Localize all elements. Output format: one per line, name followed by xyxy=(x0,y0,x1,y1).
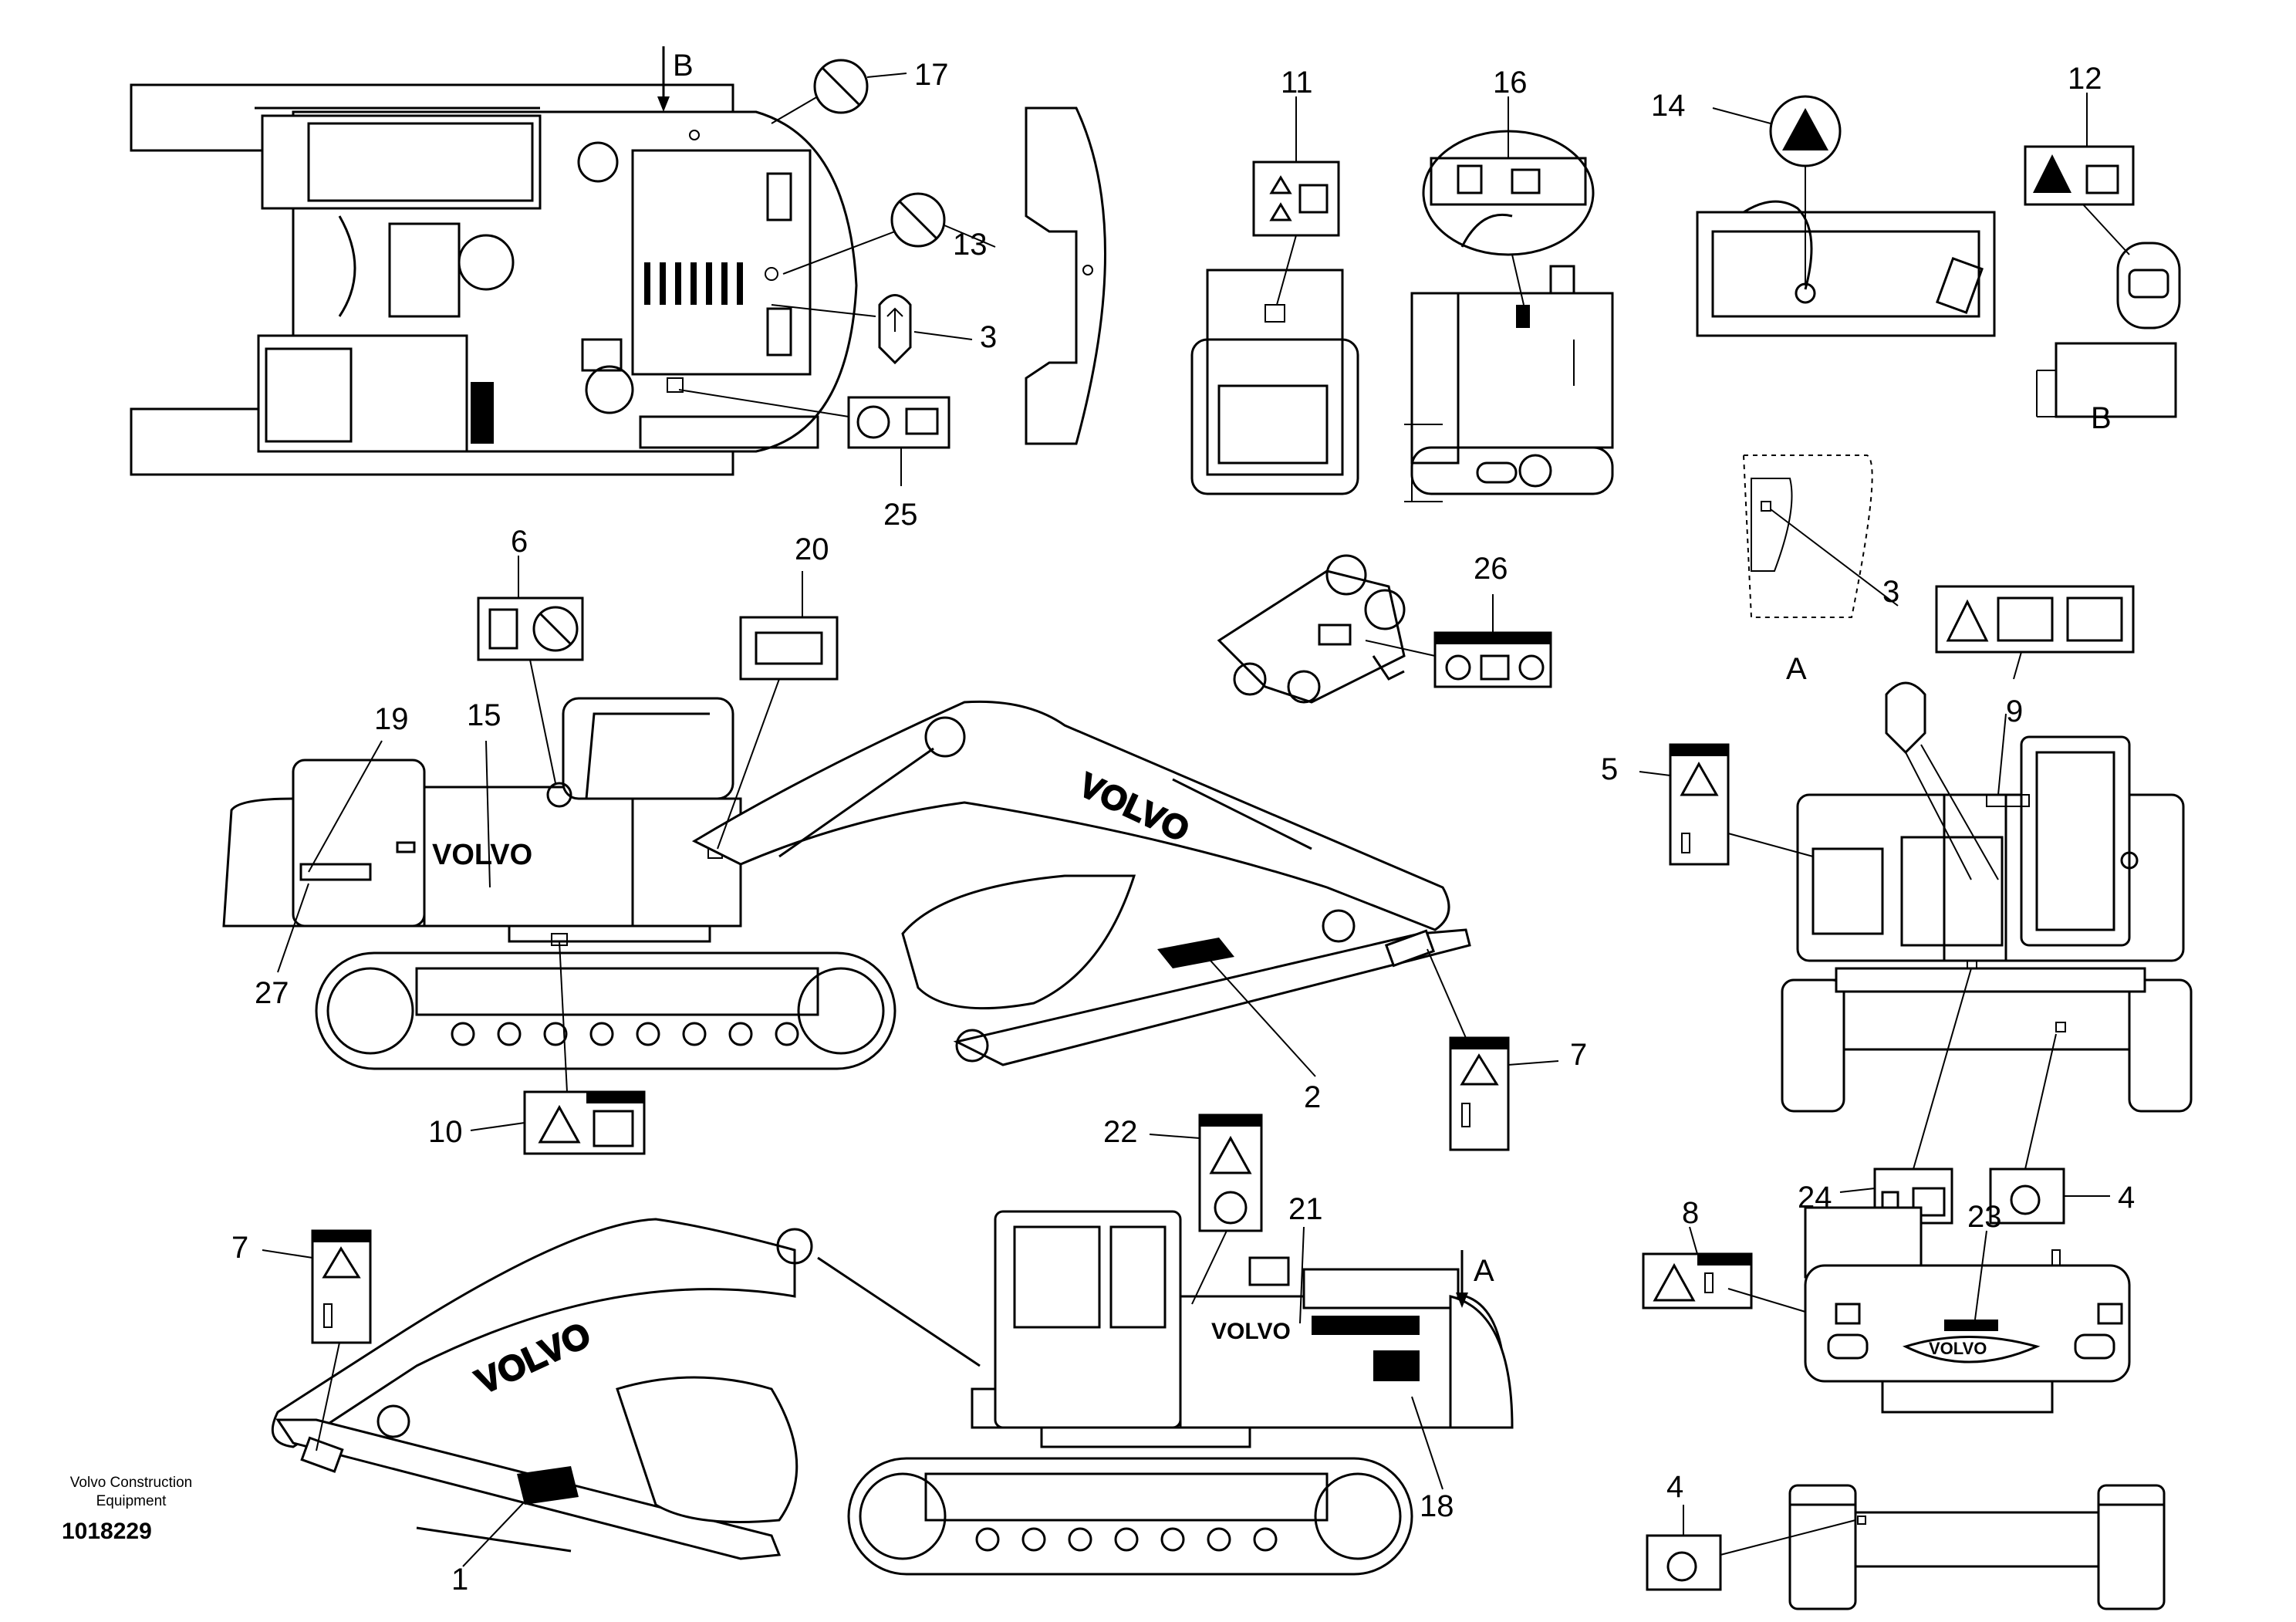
tank-detail-16 xyxy=(1404,96,1614,502)
leader-15 xyxy=(485,740,491,888)
cab-detail-11 xyxy=(1190,96,1359,495)
side-cab xyxy=(994,1210,1182,1429)
callout-13: 13 xyxy=(953,228,988,262)
callout-4-rear: 4 xyxy=(2118,1181,2135,1215)
callout-2: 2 xyxy=(1304,1080,1321,1114)
callout-3-rear: 3 xyxy=(1882,575,1899,609)
front-view: VOLVO xyxy=(1788,1206,2166,1610)
decal-5-rear xyxy=(1639,743,1814,866)
side-view-left: VOLVO VOLVO xyxy=(222,697,1471,1070)
side-track xyxy=(315,951,896,1070)
callout-4-front: 4 xyxy=(1666,1470,1683,1504)
detail-a-window: A xyxy=(1742,454,1899,686)
front-brand-text: VOLVO xyxy=(1929,1339,1987,1358)
side-brand-text: VOLVO xyxy=(432,839,532,871)
decal-4-rear xyxy=(1989,1033,2110,1225)
top-view-cab xyxy=(257,334,468,453)
callout-7-bottom: 7 xyxy=(231,1231,248,1265)
callout-14: 14 xyxy=(1651,89,1686,123)
side-view-a-marker: A xyxy=(1474,1254,1494,1288)
callout-19: 19 xyxy=(374,702,409,736)
leader-27 xyxy=(277,883,309,973)
decal-25-read-manual xyxy=(678,389,950,486)
company-name: Volvo Construction Equipment xyxy=(69,1475,193,1509)
decal-6-fuel xyxy=(477,556,584,784)
leader-1 xyxy=(462,1485,541,1567)
decal-4-front xyxy=(1646,1505,1856,1591)
callout-21: 21 xyxy=(1288,1192,1323,1226)
leader-19 xyxy=(308,740,383,873)
decal-3-lifting-point xyxy=(771,294,973,365)
callout-18: 18 xyxy=(1420,1489,1454,1523)
callout-9: 9 xyxy=(2006,694,2023,728)
decal-17-no-step xyxy=(771,59,907,124)
side-boom xyxy=(691,700,1450,931)
decal-13-prohibition xyxy=(782,192,996,275)
callout-16: 16 xyxy=(1493,66,1528,100)
callout-24: 24 xyxy=(1798,1181,1832,1215)
callout-26: 26 xyxy=(1474,552,1508,586)
callout-12: 12 xyxy=(2068,62,2102,96)
view-b-marker: B xyxy=(673,49,694,83)
decal-7-side-crush xyxy=(1427,948,1559,1151)
decal-3-rear-lifting xyxy=(1885,681,1999,880)
detail-b-marker: B xyxy=(2091,401,2112,435)
decal-20-battery xyxy=(717,571,839,850)
top-view: B xyxy=(130,46,858,476)
callout-17: 17 xyxy=(914,58,949,92)
decal-7-bottom-crush xyxy=(262,1229,372,1451)
side-view-right: VOLVO VOLVO A xyxy=(271,1210,1514,1576)
callout-8: 8 xyxy=(1682,1196,1699,1230)
view-a-marker: A xyxy=(1786,652,1807,686)
bottom-side-brand-text: VOLVO xyxy=(1211,1319,1291,1344)
callout-23: 23 xyxy=(1967,1200,2002,1234)
decal-9-rear-warning xyxy=(1935,585,2135,796)
battery-box-detail-14 xyxy=(1696,95,1996,337)
counterweight-view xyxy=(1025,106,1106,445)
top-view-boom xyxy=(261,114,542,210)
leader-21 xyxy=(1299,1226,1305,1324)
callout-1: 1 xyxy=(451,1563,468,1597)
leader-23 xyxy=(1974,1230,1987,1320)
callout-7-side: 7 xyxy=(1570,1038,1587,1072)
callout-6: 6 xyxy=(511,525,528,559)
callout-11: 11 xyxy=(1281,66,1313,100)
callout-5: 5 xyxy=(1601,752,1618,786)
callout-15: 15 xyxy=(467,698,501,732)
decal-8-front xyxy=(1642,1226,1806,1313)
side-bucket xyxy=(901,874,1136,1010)
callout-27: 27 xyxy=(255,976,289,1010)
side-cab-upper xyxy=(562,697,734,800)
callout-20: 20 xyxy=(795,532,829,566)
detail-b-12: B xyxy=(2024,93,2181,435)
quick-coupler-detail-26 xyxy=(1217,554,1552,704)
leader-2 xyxy=(1203,952,1316,1077)
callout-25: 25 xyxy=(883,498,918,532)
decal-22-warning xyxy=(1149,1113,1263,1305)
rear-view xyxy=(1781,735,2193,1113)
side-arm xyxy=(953,928,1471,1066)
drawing-number: 1018229 xyxy=(62,1519,152,1544)
callout-22: 22 xyxy=(1103,1115,1138,1149)
callouts: 1 2 3 3 4 4 5 6 7 7 8 9 10 11 12 13 14 1… xyxy=(231,58,2135,1597)
top-view-engine-hood xyxy=(631,149,812,376)
decal-10-warning xyxy=(470,941,646,1155)
leader-18 xyxy=(1411,1396,1443,1490)
callout-10: 10 xyxy=(428,1115,463,1149)
callout-3-top: 3 xyxy=(980,320,997,354)
